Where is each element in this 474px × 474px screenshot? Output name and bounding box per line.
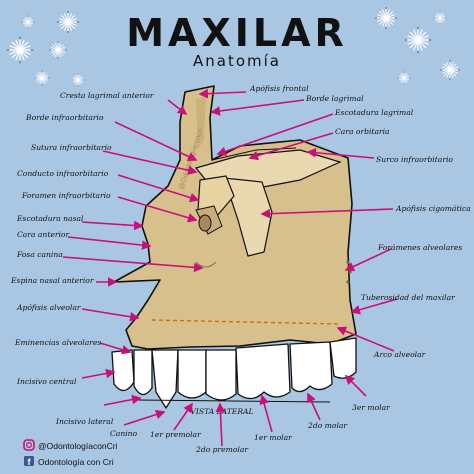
label-escotadura-nasal: Escotadura nasal <box>16 214 84 223</box>
label-borde-infraorbitario: Borde infraorbitario <box>25 113 104 122</box>
teeth <box>111 337 357 409</box>
tooth-molar-2 <box>289 341 333 393</box>
label-escotadura-lagrimal: Escotadura lagrimal <box>334 108 414 117</box>
label-cresta-lagrimal-anterior: Cresta lagrimal anterior <box>60 91 154 100</box>
label-tercer-molar: 3er molar <box>352 403 390 412</box>
tooth-incisor-central <box>111 349 135 392</box>
label-espina-nasal-anterior: Espina nasal anterior <box>10 276 94 285</box>
tooth-molar-1 <box>235 343 291 400</box>
label-foramen-infraorbitario: Foramen infraorbitario <box>21 191 111 200</box>
svg-text:f: f <box>28 457 32 467</box>
facebook-icon <box>24 456 34 466</box>
sparkle-icon <box>56 10 80 34</box>
label-fosa-canina: Fosa canina <box>16 250 63 259</box>
tooth-premolar-2 <box>205 349 237 401</box>
label-segundo-premolar: 2do premolar <box>195 445 248 454</box>
label-apofisis-alveolar: Apófisis alveolar <box>16 303 81 312</box>
label-eminencias-alveolares: Eminencias alveolares <box>14 338 101 347</box>
social-facebook[interactable]: f Odontología con Cri <box>24 456 114 467</box>
label-segundo-molar: 2do molar <box>307 421 347 430</box>
instagram-handle: @OdontologíaconCri <box>38 441 118 451</box>
label-canino: Canino <box>110 429 138 438</box>
tooth-incisor-lateral <box>133 349 153 396</box>
label-tuberosidad-maxilar: Tuberosidad del maxilar <box>361 293 455 302</box>
sparkle-icon <box>48 40 68 60</box>
sparkle-icon <box>404 26 432 54</box>
label-arco-alveolar: Arco alveolar <box>373 350 426 359</box>
label-conducto-infraorbitario: Conducto infraorbitario <box>17 169 109 178</box>
sparkle-icon <box>21 15 35 29</box>
tooth-molar-3 <box>329 337 357 379</box>
label-apofisis-frontal: Apófisis frontal <box>249 84 309 93</box>
labels: Cresta lagrimal anterior Apófisis fronta… <box>10 84 471 454</box>
tooth-canine <box>151 349 179 409</box>
sparkles-right <box>374 6 461 85</box>
facebook-handle: Odontología con Cri <box>38 457 114 467</box>
view-label: VISTA LATERAL <box>190 407 253 416</box>
label-primer-molar: 1er molar <box>254 433 292 442</box>
sparkle-icon <box>374 6 398 30</box>
page-title: MAXILAR <box>126 11 348 55</box>
social-instagram[interactable]: @OdontologíaconCri <box>23 439 118 451</box>
label-cara-orbitaria: Cara orbitaria <box>335 127 390 136</box>
label-foraminas-alveolares: Forámenes alveolares <box>377 243 462 252</box>
label-borde-lagrimal: Borde lagrimal <box>305 94 364 103</box>
label-surco-infraorbitario: Surco infraorbitario <box>376 155 453 164</box>
sparkle-icon <box>6 36 34 64</box>
sparkle-icon <box>33 69 51 87</box>
sparkles-left <box>6 10 85 87</box>
sparkle-icon <box>433 11 447 25</box>
maxilla-bone: @Odontologíaconcri <box>113 85 357 350</box>
leader-lines <box>62 88 398 447</box>
instagram-icon <box>23 439 35 451</box>
sparkle-icon <box>439 59 461 81</box>
label-apofisis-cigomatica: Apófisis cigomática <box>395 204 471 213</box>
label-sutura-infraorbitario: Sutura infraorbitario <box>31 143 112 152</box>
label-incisivo-central: Incisivo central <box>16 377 77 386</box>
label-cara-anterior: Cara anterior <box>17 230 70 239</box>
sparkle-icon <box>71 73 85 87</box>
sparkle-icon <box>397 71 411 85</box>
label-incisivo-lateral: Incisivo lateral <box>55 417 114 426</box>
label-primer-premolar: 1er premolar <box>150 430 201 439</box>
tooth-premolar-1 <box>177 349 207 399</box>
page-subtitle: Anatomía <box>193 52 281 70</box>
